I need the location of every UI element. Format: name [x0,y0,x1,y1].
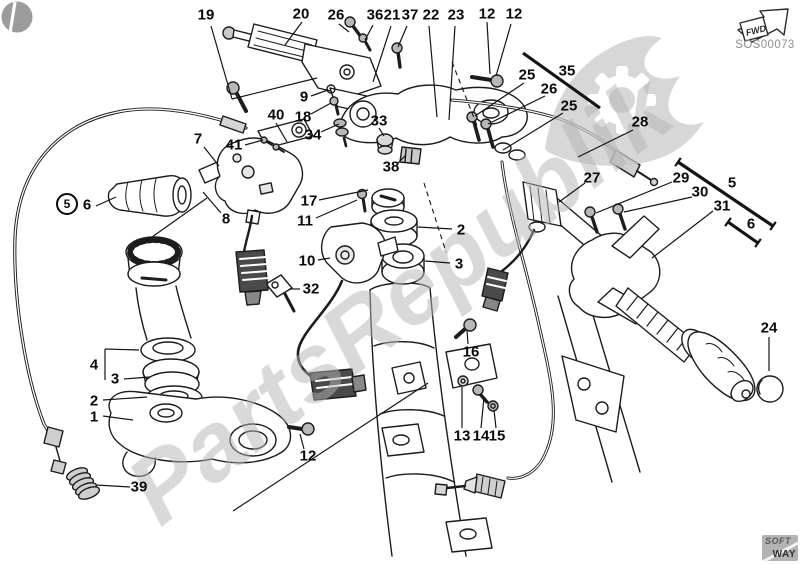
callout-12: 12 [505,5,523,23]
callout-14: 14 [472,427,490,445]
bar-end-weight [756,375,784,403]
callout-8: 8 [221,210,231,228]
ignition-lock [296,222,399,401]
callout-35: 35 [558,62,576,80]
callout-36: 36 [366,6,384,24]
callout-27: 27 [583,169,601,187]
callout-34: 34 [304,126,322,144]
callout-28: 28 [631,113,649,131]
callout-30: 30 [691,183,709,201]
softway-line1: SOFT [765,536,791,546]
callout-12: 12 [478,5,496,23]
callout-32: 32 [302,280,320,298]
callout-25: 25 [518,66,536,84]
callout-1: 1 [89,408,99,426]
callout-13: 13 [453,427,471,445]
callout-3: 3 [110,370,120,388]
callout-2: 2 [89,392,99,410]
diagram-code: SOS00073 [735,39,795,51]
callout-21: 21 [383,6,401,24]
callout-26: 26 [540,80,558,98]
callout-40: 40 [267,106,285,124]
callout-31: 31 [713,197,731,215]
left-handlebar [107,118,314,306]
fork-and-lower-yoke [108,236,292,477]
callout-19: 19 [197,6,215,24]
callout-22: 22 [422,6,440,24]
callout-29: 29 [672,169,690,187]
callout-25: 25 [560,97,578,115]
callout-2: 2 [456,221,466,239]
callout-41: 41 [225,136,243,154]
fwd-arrow-icon: FWD [737,8,789,43]
callout-11: 11 [297,212,313,230]
callout-33: 33 [370,112,388,130]
callout-5: 5 [727,174,737,192]
callout-15: 15 [488,427,506,445]
frame-members [557,291,641,483]
callout-3: 3 [454,255,464,273]
callout-5: 5 [56,193,78,215]
callout-37: 37 [401,6,419,24]
ignition-key [265,274,296,313]
spring [65,467,101,500]
callout-12: 12 [299,447,317,465]
top-yoke [338,84,528,161]
callout-20: 20 [292,5,310,23]
callout-24: 24 [760,319,778,337]
callout-7: 7 [193,130,203,148]
softway-line2: WAY [772,549,796,560]
callout-17: 17 [300,192,318,210]
callout-39: 39 [130,478,148,496]
hardware-bolts [226,16,627,436]
steering-column [369,282,498,557]
callout-9: 9 [299,88,309,106]
callout-4: 4 [89,356,99,374]
callout-23: 23 [447,6,465,24]
callout-16: 16 [462,343,480,361]
callout-6: 6 [746,215,756,233]
softway-logo: SOFT WAY [762,535,798,561]
clutch-cable [13,107,248,475]
svg-text:FWD: FWD [745,23,768,38]
callout-10: 10 [298,252,316,270]
callout-38: 38 [382,158,400,176]
callout-26: 26 [327,6,345,24]
callout-18: 18 [294,108,312,126]
brand-circle-icon [1,1,33,34]
callout-6: 6 [82,196,92,214]
